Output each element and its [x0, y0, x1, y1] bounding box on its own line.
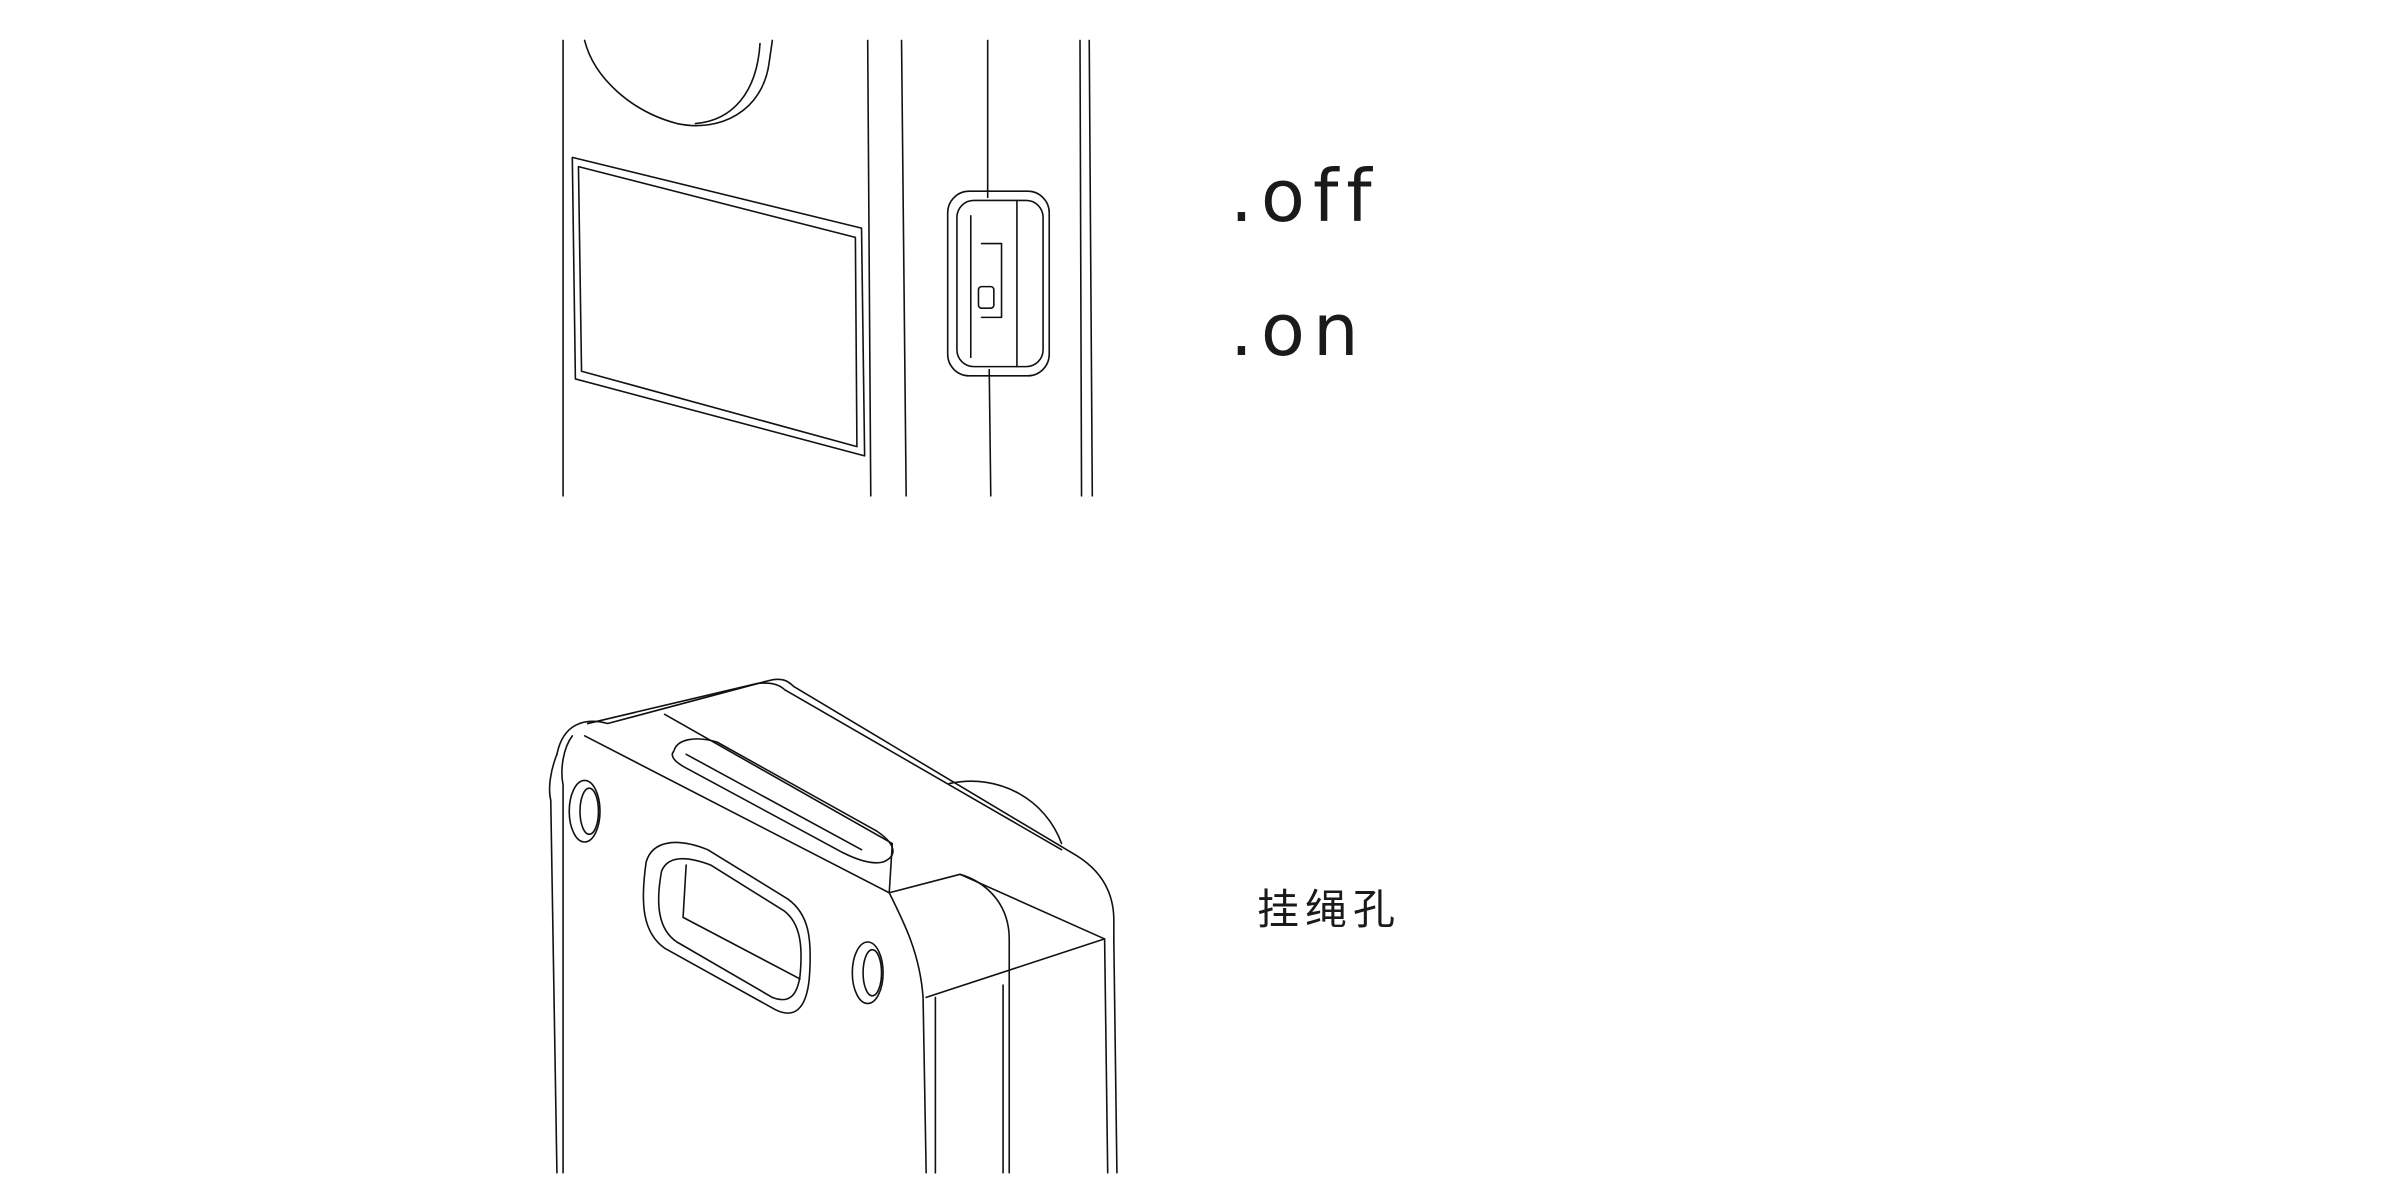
screw-hole-right-icon: [852, 942, 883, 1004]
top-face-inner: [588, 683, 1062, 850]
body-edge: [902, 40, 907, 495]
lens-arc: [585, 40, 773, 125]
lanyard-hole-label: 挂绳孔: [1257, 885, 1402, 934]
lanyard-hole-front: [643, 842, 810, 1013]
power-switch-icon: [948, 191, 1050, 376]
switch-off-label: .off: [1230, 154, 1380, 238]
top-face-outline: [557, 679, 1114, 942]
side-edge-right-outer: [1114, 942, 1117, 1173]
rear-bump: [949, 781, 1061, 843]
side-edge: [889, 893, 926, 1173]
screw-hole-left-icon: [569, 780, 600, 842]
screen-window: [572, 157, 864, 455]
body-edge: [868, 40, 871, 495]
side-edge-left-inner: [562, 736, 572, 1173]
body-edge: [1080, 40, 1082, 495]
device-top-view: [550, 679, 1117, 1173]
lens-arc-inner: [695, 44, 760, 124]
body-edge-right: [1089, 40, 1092, 495]
top-face-ridge: [665, 714, 893, 892]
side-edge-left: [550, 754, 557, 1172]
top-face-edge: [585, 736, 890, 893]
corner-face: [889, 874, 1104, 997]
switch-on-label: .on: [1230, 288, 1367, 372]
corner-arc: [960, 874, 1009, 939]
body-edge: [989, 370, 991, 496]
side-edge-right: [1105, 939, 1108, 1173]
lanyard-slot-top: [672, 739, 893, 863]
device-side-view: [563, 40, 1092, 495]
